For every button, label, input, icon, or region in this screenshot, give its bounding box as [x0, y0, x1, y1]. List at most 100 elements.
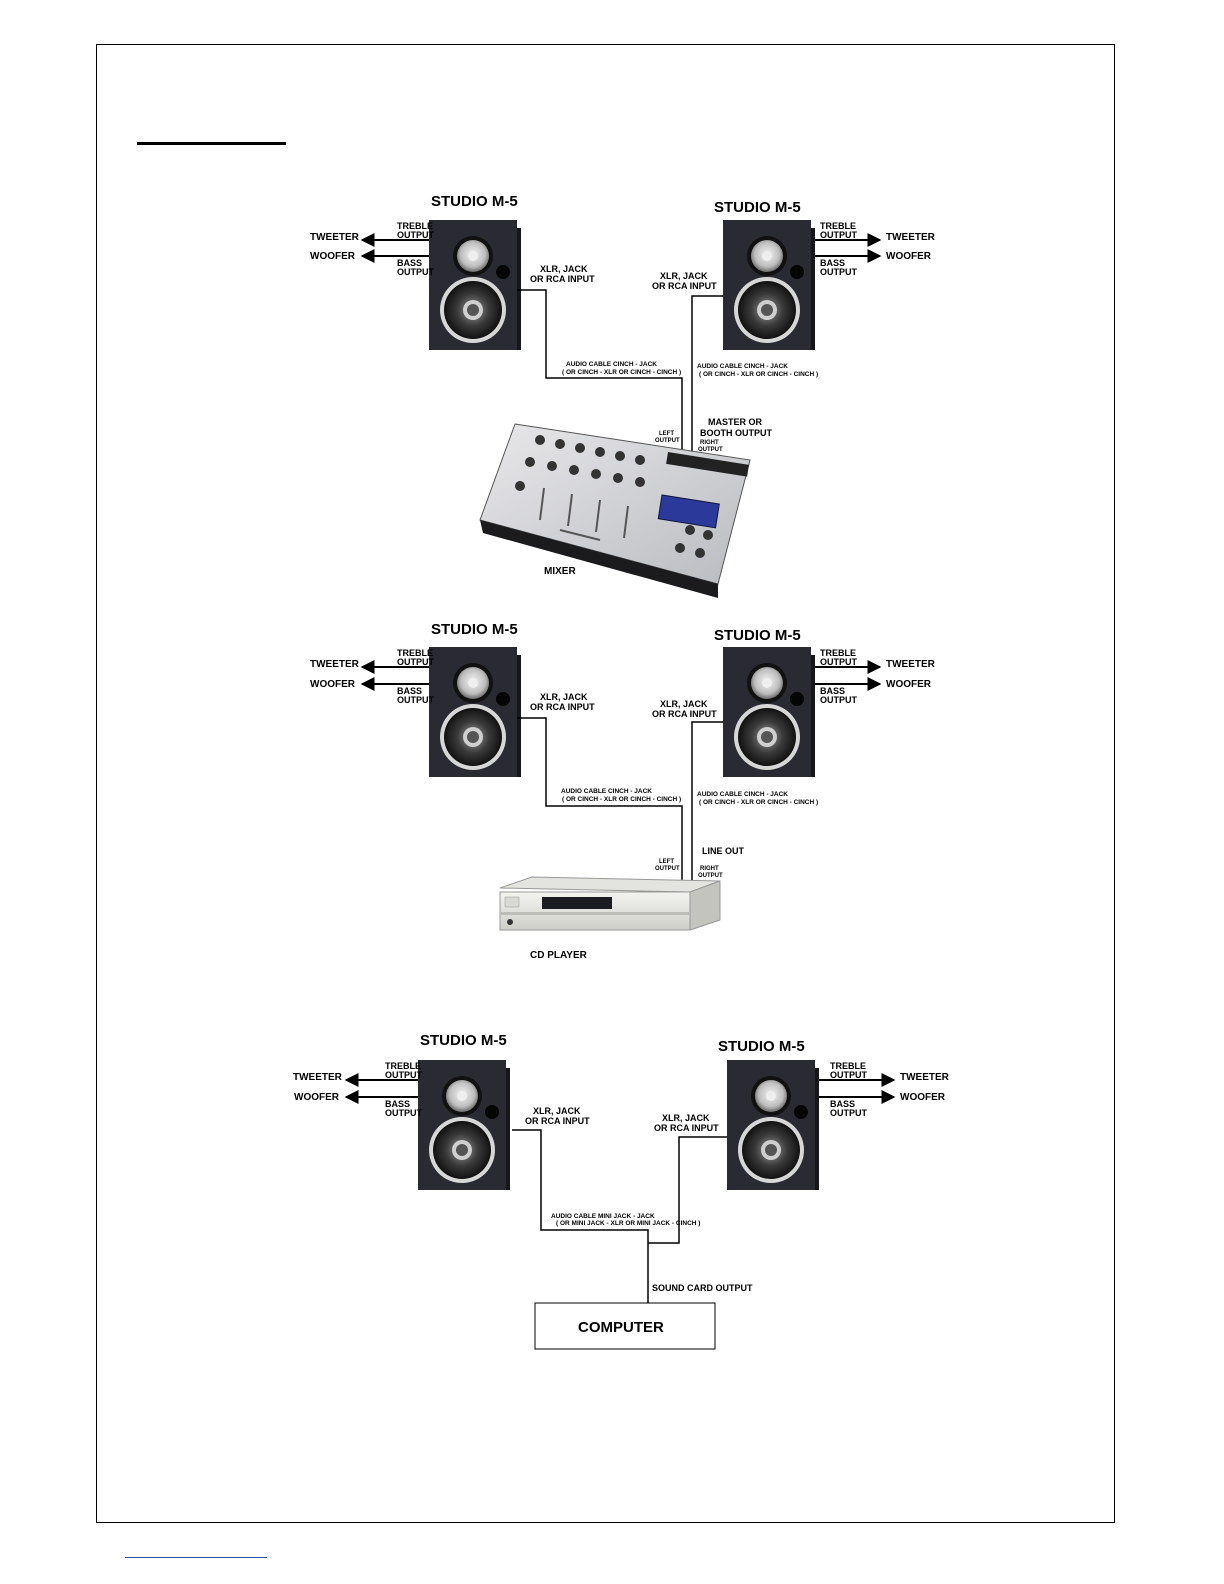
sound-card-output-label: SOUND CARD OUTPUT [652, 1283, 753, 1293]
master-output-label: BOOTH OUTPUT [700, 428, 772, 438]
left-output-label: OUTPUT [655, 866, 680, 872]
input-label: OR RCA INPUT [525, 1116, 590, 1126]
section-computer: STUDIO M-5 TREBLE OUTPUT BASS OUTPUT TWE… [293, 1032, 950, 1350]
section-cd-player: STUDIO M-5 TREBLE OUTPUT BASS OUTPUT TWE… [310, 621, 936, 961]
master-output-label: MASTER OR [708, 417, 763, 427]
input-label: XLR, JACK [660, 699, 708, 709]
treble-output-label: TREBLE [820, 221, 856, 231]
treble-output-label: OUTPUT [830, 1070, 868, 1080]
cable-left [517, 717, 683, 882]
cable-right-label: ( OR CINCH - XLR OR CINCH - CINCH ) [699, 799, 818, 806]
tweeter-label: TWEETER [293, 1072, 343, 1083]
speaker-left [429, 220, 521, 350]
speaker-title-left: STUDIO M-5 [431, 193, 518, 210]
treble-output-label: OUTPUT [385, 1070, 423, 1080]
cable-label: AUDIO CABLE MINI JACK - JACK [551, 1213, 655, 1220]
cd-player-label: CD PLAYER [530, 950, 588, 961]
speaker-right [727, 1060, 819, 1190]
bass-output-label: OUTPUT [397, 695, 435, 705]
right-output-label: RIGHT [700, 866, 719, 872]
cable-left-label: ( OR CINCH - XLR OR CINCH - CINCH ) [562, 796, 681, 803]
tweeter-label: TWEETER [886, 659, 936, 670]
mixer-label: MIXER [544, 566, 576, 577]
input-label: XLR, JACK [533, 1106, 581, 1116]
speaker-title-right: STUDIO M-5 [718, 1038, 805, 1055]
tweeter-label: TWEETER [886, 232, 936, 243]
cable-left [517, 289, 683, 455]
input-label: OR RCA INPUT [530, 702, 595, 712]
bass-output-label: BASS [830, 1099, 855, 1109]
input-label: OR RCA INPUT [652, 709, 717, 719]
cable-right-label: ( OR CINCH - XLR OR CINCH - CINCH ) [699, 371, 818, 378]
tweeter-label: TWEETER [900, 1072, 950, 1083]
input-label: XLR, JACK [540, 264, 588, 274]
heading-underline [137, 142, 286, 145]
input-label: OR RCA INPUT [652, 281, 717, 291]
speaker-left [429, 647, 521, 777]
cable-left-label: ( OR CINCH - XLR OR CINCH - CINCH ) [562, 369, 681, 376]
right-output-label: OUTPUT [698, 873, 723, 879]
input-label: OR RCA INPUT [654, 1123, 719, 1133]
speaker-right [723, 220, 815, 350]
cable-right [691, 721, 723, 882]
speaker-title-right: STUDIO M-5 [714, 627, 801, 644]
page-frame [96, 44, 1115, 1523]
input-label: XLR, JACK [660, 271, 708, 281]
right-output-label: OUTPUT [698, 447, 723, 453]
left-output-label: LEFT [659, 859, 674, 865]
speaker-title-left: STUDIO M-5 [420, 1032, 507, 1049]
treble-output-label: OUTPUT [820, 657, 858, 667]
speaker-right [723, 647, 815, 777]
woofer-label: WOOFER [886, 679, 932, 690]
treble-output-label: TREBLE [830, 1061, 866, 1071]
computer-box [534, 1302, 716, 1350]
bass-output-label: BASS [397, 686, 422, 696]
speaker-title-left: STUDIO M-5 [431, 621, 518, 638]
cable-right [691, 295, 723, 455]
bass-output-label: BASS [820, 686, 845, 696]
left-output-label: LEFT [659, 431, 674, 437]
treble-output-label: TREBLE [397, 648, 433, 658]
cable-right [648, 1136, 727, 1244]
treble-output-label: TREBLE [820, 648, 856, 658]
treble-output-label: TREBLE [397, 221, 433, 231]
right-output-label: RIGHT [700, 440, 719, 446]
cable-left-label: AUDIO CABLE CINCH - JACK [566, 361, 657, 368]
line-out-label: LINE OUT [702, 846, 745, 856]
tweeter-label: TWEETER [310, 232, 360, 243]
bass-output-label: OUTPUT [830, 1108, 868, 1118]
cable-left [512, 1129, 649, 1303]
input-label: XLR, JACK [662, 1113, 710, 1123]
woofer-label: WOOFER [886, 251, 932, 262]
bass-output-label: OUTPUT [397, 267, 435, 277]
speaker-title-right: STUDIO M-5 [714, 199, 801, 216]
cable-right-label: AUDIO CABLE CINCH - JACK [697, 363, 788, 370]
cable-left-label: AUDIO CABLE CINCH - JACK [561, 788, 652, 795]
speaker-left [418, 1060, 510, 1190]
input-label: XLR, JACK [540, 692, 588, 702]
bass-output-label: BASS [397, 258, 422, 268]
bass-output-label: OUTPUT [820, 267, 858, 277]
bass-output-label: OUTPUT [385, 1108, 423, 1118]
treble-output-label: OUTPUT [820, 230, 858, 240]
mixer-device [479, 423, 751, 598]
section-mixer: STUDIO M-5 TREBLE OUTPUT BASS OUTPUT TWE… [310, 193, 936, 598]
woofer-label: WOOFER [900, 1092, 946, 1103]
left-output-label: OUTPUT [655, 438, 680, 444]
woofer-label: WOOFER [310, 679, 356, 690]
woofer-label: WOOFER [310, 251, 356, 262]
cable-right-label: AUDIO CABLE CINCH - JACK [697, 791, 788, 798]
cable-label: ( OR MINI JACK - XLR OR MINI JACK - CINC… [556, 1220, 700, 1227]
tweeter-label: TWEETER [310, 659, 360, 670]
cd-player-device [499, 876, 721, 931]
input-label: OR RCA INPUT [530, 274, 595, 284]
bass-output-label: OUTPUT [820, 695, 858, 705]
treble-output-label: OUTPUT [397, 657, 435, 667]
bass-output-label: BASS [385, 1099, 410, 1109]
bass-output-label: BASS [820, 258, 845, 268]
treble-output-label: OUTPUT [397, 230, 435, 240]
footer-link-underline [125, 1557, 267, 1558]
woofer-label: WOOFER [294, 1092, 340, 1103]
computer-label: COMPUTER [578, 1319, 664, 1336]
